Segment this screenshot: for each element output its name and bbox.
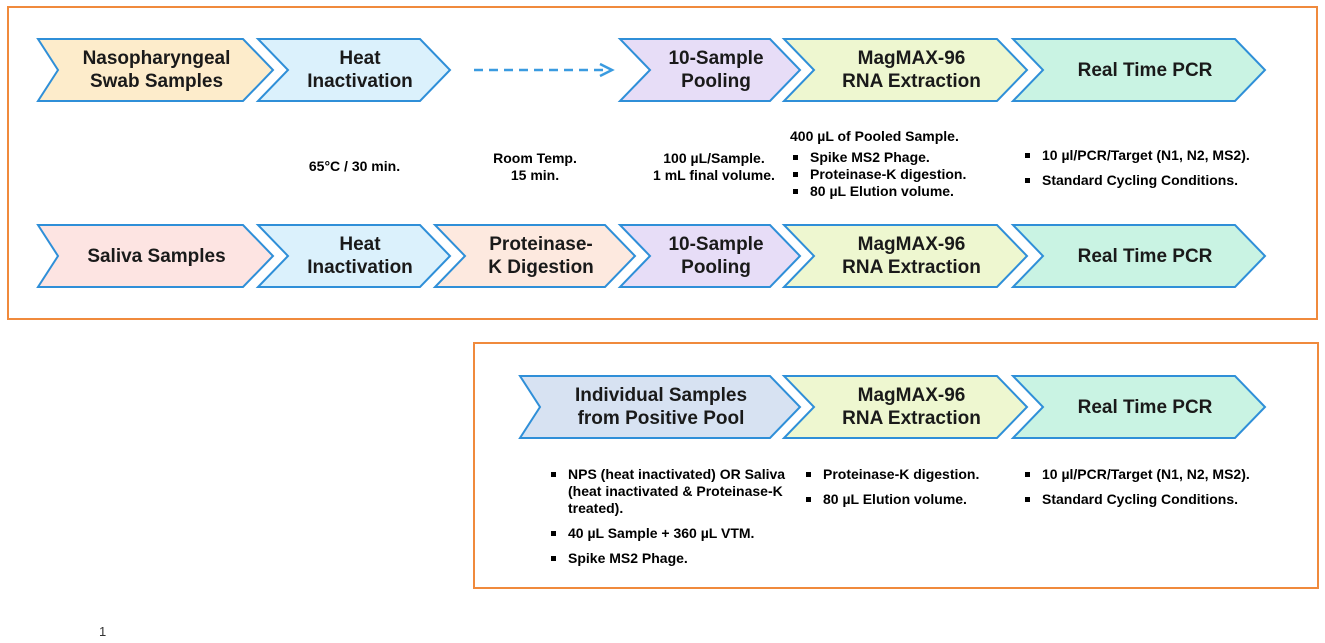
note-individual-item: Spike MS2 Phage. xyxy=(548,550,788,567)
note-pcr-item: 10 µl/PCR/Target (N1, N2, MS2). xyxy=(1022,147,1302,164)
note-individual-pcr-list: 10 µl/PCR/Target (N1, N2, MS2). Standard… xyxy=(1022,466,1302,508)
step-label-row_individual-0: Individual Samples from Positive Pool xyxy=(574,385,748,429)
note-pcr: 10 µl/PCR/Target (N1, N2, MS2). Standard… xyxy=(1022,147,1302,189)
chevron-row_individual-0 xyxy=(518,375,802,439)
page-number: 1 xyxy=(99,624,107,639)
chevron-row_nps-1 xyxy=(255,38,452,102)
step-label-row_individual-2: Real Time PCR xyxy=(1077,396,1213,418)
note-individual-magmax-list: Proteinase-K digestion. 80 µL Elution vo… xyxy=(803,466,1023,508)
note-individual-item: NPS (heat inactivated) OR Saliva (heat i… xyxy=(548,466,788,517)
step-label-row_saliva-0: Saliva Samples xyxy=(87,245,226,267)
note-magmax: 400 µL of Pooled Sample. Spike MS2 Phage… xyxy=(790,128,1005,200)
note-individual-pcr: 10 µl/PCR/Target (N1, N2, MS2). Standard… xyxy=(1022,466,1302,508)
step-label-row_nps-3: MagMAX-96 RNA Extraction xyxy=(842,48,981,92)
note-magmax-list: Spike MS2 Phage. Proteinase-K digestion.… xyxy=(790,149,1005,200)
top-panel xyxy=(7,6,1318,320)
step-label-row_nps-4: Real Time PCR xyxy=(1077,59,1213,81)
note-individual-pcr-item: 10 µl/PCR/Target (N1, N2, MS2). xyxy=(1022,466,1302,483)
chevron-row_nps-2 xyxy=(617,38,802,102)
note-magmax-title: 400 µL of Pooled Sample. xyxy=(790,128,959,144)
chevron-row_saliva-3 xyxy=(617,224,802,288)
chevron-row_saliva-2 xyxy=(432,224,637,288)
note-magmax-item: 80 µL Elution volume. xyxy=(790,183,1005,200)
chevron-row_saliva-5 xyxy=(1010,224,1267,288)
step-label-row_saliva-5: Real Time PCR xyxy=(1077,245,1213,267)
note-individual-pcr-item: Standard Cycling Conditions. xyxy=(1022,491,1302,508)
note-pcr-item: Standard Cycling Conditions. xyxy=(1022,172,1302,189)
step-label-row_saliva-2: Proteinase- K Digestion xyxy=(488,234,594,278)
note-room-temp: Room Temp. 15 min. xyxy=(493,150,577,183)
step-label-row_saliva-1: Heat Inactivation xyxy=(307,234,413,278)
note-individual-magmax-item: Proteinase-K digestion. xyxy=(803,466,1023,483)
chevron-row_individual-1 xyxy=(781,375,1029,439)
dashed-arrow-head-icon xyxy=(599,62,615,78)
step-label-row_nps-1: Heat Inactivation xyxy=(307,48,413,92)
step-label-row_nps-2: 10-Sample Pooling xyxy=(668,48,764,92)
chevron-row_saliva-4 xyxy=(781,224,1029,288)
note-pooling: 100 µL/Sample. 1 mL final volume. xyxy=(653,150,775,183)
note-individual-magmax-item: 80 µL Elution volume. xyxy=(803,491,1023,508)
note-individual: NPS (heat inactivated) OR Saliva (heat i… xyxy=(548,466,788,567)
note-individual-magmax: Proteinase-K digestion. 80 µL Elution vo… xyxy=(803,466,1023,508)
chevron-row_nps-4 xyxy=(1010,38,1267,102)
chevron-row_saliva-0 xyxy=(36,224,275,288)
note-magmax-item: Proteinase-K digestion. xyxy=(790,166,1005,183)
note-individual-list: NPS (heat inactivated) OR Saliva (heat i… xyxy=(548,466,788,567)
step-label-row_nps-0: Nasopharyngeal Swab Samples xyxy=(82,48,231,92)
bottom-panel xyxy=(473,342,1319,589)
chevron-row_nps-3 xyxy=(781,38,1029,102)
chevron-row_nps-0 xyxy=(36,38,275,102)
chevron-row_individual-2 xyxy=(1010,375,1267,439)
note-magmax-item: Spike MS2 Phage. xyxy=(790,149,1005,166)
step-label-row_saliva-3: 10-Sample Pooling xyxy=(668,234,764,278)
note-heat-condition: 65°C / 30 min. xyxy=(308,158,401,174)
note-pcr-list: 10 µl/PCR/Target (N1, N2, MS2). Standard… xyxy=(1022,147,1302,189)
note-individual-item: 40 µL Sample + 360 µL VTM. xyxy=(548,525,788,542)
chevron-row_saliva-1 xyxy=(255,224,452,288)
step-label-row_individual-1: MagMAX-96 RNA Extraction xyxy=(842,385,981,429)
step-label-row_saliva-4: MagMAX-96 RNA Extraction xyxy=(842,234,981,278)
